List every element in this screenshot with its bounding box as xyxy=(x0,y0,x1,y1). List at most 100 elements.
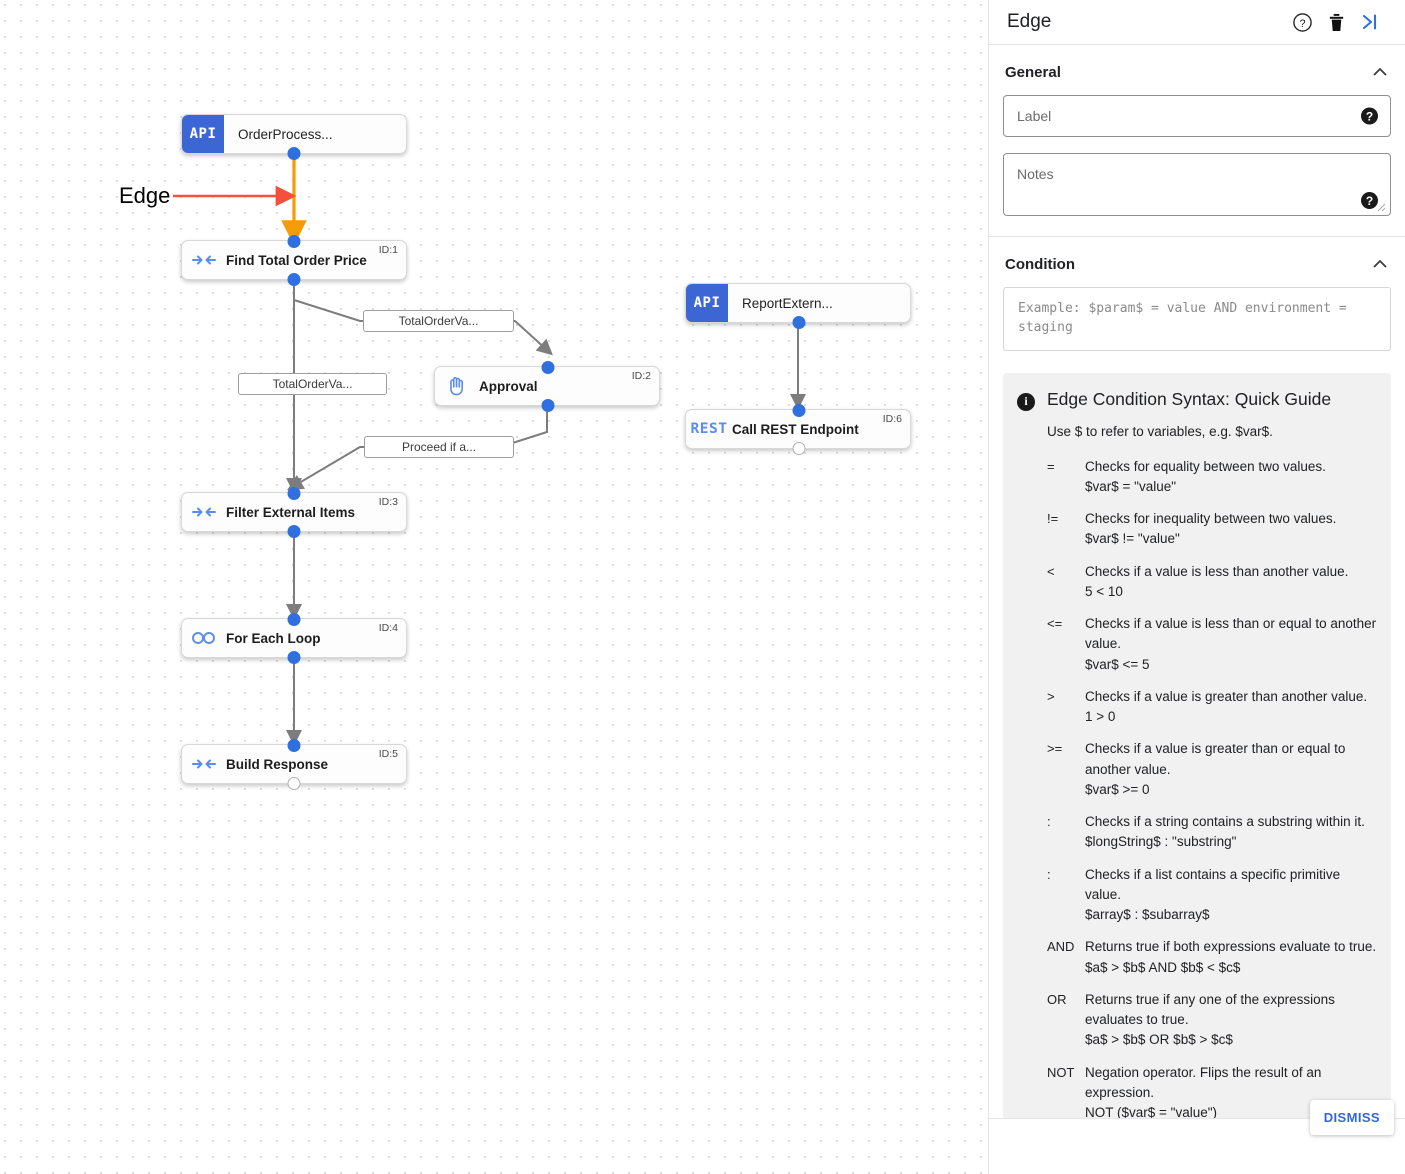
operator-row: >= Checks if a value is greater than or e… xyxy=(1047,739,1377,800)
node-title: Call REST Endpoint xyxy=(732,421,859,437)
edge-layer xyxy=(173,156,806,746)
chevron-up-icon[interactable] xyxy=(1371,255,1389,273)
operator-example: 1 > 0 xyxy=(1085,709,1116,725)
general-section-header[interactable]: General xyxy=(1003,61,1391,81)
operator-symbol: = xyxy=(1047,458,1055,474)
node-output-port[interactable] xyxy=(541,398,555,412)
collapse-panel-icon[interactable] xyxy=(1353,12,1387,32)
condition-section-header[interactable]: Condition xyxy=(1003,253,1391,273)
operator-example: $longString$ : "substring" xyxy=(1085,834,1237,850)
merge-arrows-icon xyxy=(182,252,226,268)
operator-row: <=Checks if a value is less than or equa… xyxy=(1047,614,1377,675)
api-badge: API xyxy=(182,115,224,153)
node-title: ReportExtern... xyxy=(742,295,833,311)
node-output-port[interactable] xyxy=(287,272,301,286)
operator-description: Checks if a value is greater than or equ… xyxy=(1085,741,1346,777)
condition-input[interactable]: Example: $param$ = value AND environment… xyxy=(1003,287,1391,351)
node-output-port[interactable] xyxy=(287,146,301,160)
notes-help-icon[interactable]: ? xyxy=(1361,192,1378,209)
help-circle-icon[interactable]: ? xyxy=(1285,12,1319,33)
node-id-tag: ID:3 xyxy=(378,496,398,508)
operator-symbol: : xyxy=(1047,866,1051,882)
info-icon: i xyxy=(1017,392,1035,411)
node-output-port[interactable] xyxy=(287,650,301,664)
node-report-external[interactable]: API ReportExtern... xyxy=(685,283,911,329)
node-order-process[interactable]: API OrderProcess... xyxy=(181,114,407,160)
node-input-port[interactable] xyxy=(287,486,301,500)
node-title: Filter External Items xyxy=(226,504,356,520)
operator-row: :Checks if a list contains a specific pr… xyxy=(1047,865,1377,926)
node-input-port[interactable] xyxy=(287,234,301,248)
label-input[interactable] xyxy=(1004,96,1390,136)
label-help-icon[interactable]: ? xyxy=(1361,107,1378,125)
operator-description: Checks if a value is greater than anothe… xyxy=(1085,688,1368,704)
node-input-port[interactable] xyxy=(287,738,301,752)
edge-properties-panel: Edge ? xyxy=(988,0,1405,1174)
operator-example: 5 < 10 xyxy=(1085,583,1123,599)
condition-section: Condition Example: $param$ = value AND e… xyxy=(989,237,1405,1118)
node-filter-external-items[interactable]: Filter External Items ID:3 xyxy=(181,486,407,538)
node-input-port[interactable] xyxy=(792,403,806,417)
infinity-icon xyxy=(182,630,226,646)
operator-row: > Checks if a value is greater than anoth… xyxy=(1047,687,1377,728)
panel-scroll-area[interactable]: General ? ? xyxy=(989,45,1405,1118)
node-call-rest-endpoint[interactable]: REST Call REST Endpoint ID:6 xyxy=(685,403,911,455)
edge-label[interactable]: TotalOrderVa... xyxy=(238,373,387,395)
operator-description: Negation operator. Flips the result of a… xyxy=(1085,1064,1322,1100)
operator-description: Returns true if any one of the expressio… xyxy=(1085,991,1335,1028)
node-title: OrderProcess... xyxy=(238,126,333,142)
notes-field-wrapper[interactable]: ? xyxy=(1003,153,1391,216)
node-id-tag: ID:4 xyxy=(378,622,398,634)
node-title: Build Response xyxy=(226,756,329,772)
operator-row: =Checks for equality between two values.… xyxy=(1047,457,1377,498)
notes-input[interactable] xyxy=(1004,154,1390,210)
operator-row: AND Returns true if both expressions eval… xyxy=(1047,937,1377,978)
node-id-tag: ID:6 xyxy=(882,413,902,425)
node-output-port[interactable] xyxy=(792,315,806,329)
node-output-port[interactable] xyxy=(287,524,301,538)
node-output-port[interactable] xyxy=(287,776,301,790)
node-title: For Each Loop xyxy=(226,630,321,646)
node-for-each-loop[interactable]: For Each Loop ID:4 xyxy=(181,612,407,664)
rest-badge: REST xyxy=(690,421,728,437)
node-input-port[interactable] xyxy=(287,612,301,626)
api-badge: API xyxy=(686,284,728,322)
svg-text:?: ? xyxy=(1299,17,1305,29)
operator-symbol: >= xyxy=(1047,741,1063,757)
operator-description: Checks for inequality between two values… xyxy=(1085,511,1337,527)
label-field-wrapper[interactable]: ? xyxy=(1003,95,1391,137)
operator-example: $var$ = "value" xyxy=(1085,478,1177,494)
operator-row: != Checks for inequality between two valu… xyxy=(1047,509,1377,550)
annotation-label: Edge xyxy=(119,183,171,208)
node-output-port[interactable] xyxy=(792,441,806,455)
quick-guide-card: i Edge Condition Syntax: Quick Guide Use… xyxy=(1003,372,1391,1118)
operator-example: $a$ > $b$ AND $b$ < $c$ xyxy=(1085,959,1241,975)
node-find-total-order-price[interactable]: Find Total Order Price ID:1 xyxy=(181,234,407,286)
trash-icon[interactable] xyxy=(1319,12,1353,33)
operator-example: $array$ : $subarray$ xyxy=(1085,907,1210,923)
node-build-response[interactable]: Build Response ID:5 xyxy=(181,738,407,790)
operator-symbol: > xyxy=(1047,688,1055,704)
node-input-port[interactable] xyxy=(541,360,555,374)
operator-example: $var$ != "value" xyxy=(1085,531,1180,547)
operator-symbol: < xyxy=(1047,563,1055,579)
chevron-up-icon[interactable] xyxy=(1371,63,1389,81)
edge-label[interactable]: Proceed if a... xyxy=(364,436,514,458)
quick-guide-lead: Use $ to refer to variables, e.g. $var$. xyxy=(1047,423,1273,439)
operator-description: Returns true if both expressions evaluat… xyxy=(1085,939,1377,955)
operator-row: :Checks if a string contains a substring… xyxy=(1047,812,1377,853)
condition-section-title: Condition xyxy=(1005,255,1075,273)
edge-label[interactable]: TotalOrderVa... xyxy=(363,310,514,332)
resize-grip-icon[interactable] xyxy=(1376,202,1386,212)
operator-description: Checks if a value is less than or equal … xyxy=(1085,616,1377,652)
node-title: Approval xyxy=(479,378,538,394)
workflow-canvas[interactable]: Edge API OrderProcess... Find Total Orde… xyxy=(0,0,988,1174)
dismiss-button[interactable]: DISMISS xyxy=(1309,1100,1394,1135)
operator-symbol: : xyxy=(1047,814,1051,830)
node-id-tag: ID:1 xyxy=(378,244,398,256)
operator-symbol: AND xyxy=(1047,939,1075,955)
operator-example: $a$ > $b$ OR $b$ > $c$ xyxy=(1085,1032,1233,1048)
operator-symbol: != xyxy=(1047,511,1059,527)
node-approval[interactable]: Approval ID:2 xyxy=(434,360,660,412)
